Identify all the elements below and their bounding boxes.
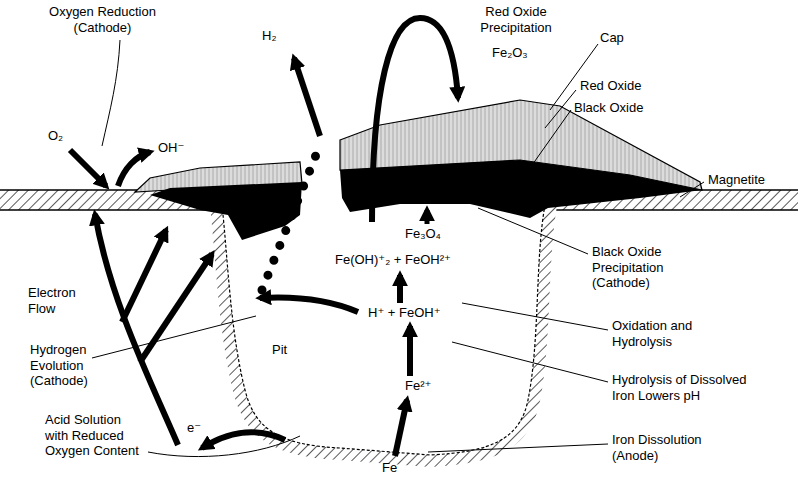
- label: H₂: [262, 28, 276, 44]
- label: Red Oxide: [580, 78, 641, 94]
- label: Hydrolysis of Dissolved Iron Lowers pH: [612, 372, 772, 403]
- label: Red Oxide Precipitation: [466, 4, 566, 35]
- label: Oxygen Reduction (Cathode): [40, 4, 165, 35]
- label: Black Oxide: [574, 100, 643, 116]
- label: OH⁻: [158, 140, 184, 156]
- label: O₂: [48, 128, 63, 144]
- process-arrows: [70, 18, 458, 456]
- black-oxide: [150, 182, 302, 240]
- pit-cavity: [222, 192, 545, 455]
- label: H⁺ + FeOH⁺: [368, 305, 441, 321]
- label: Iron Dissolution (Anode): [612, 432, 732, 463]
- label: Black Oxide Precipitation (Cathode): [592, 244, 702, 291]
- label: Fe: [382, 460, 397, 476]
- label: Fe₃O₄: [405, 226, 441, 242]
- hydrogen-bubbles: [262, 150, 318, 290]
- label: Hydrogen Evolution (Cathode): [30, 342, 110, 389]
- label: Fe(OH)⁺₂ + FeOH²⁺: [335, 252, 451, 268]
- label: Fe₂O₃: [492, 45, 528, 61]
- label: Fe²⁺: [405, 378, 431, 394]
- label: e⁻: [187, 420, 201, 436]
- label: Acid Solution with Reduced Oxygen Conten…: [45, 412, 145, 459]
- label: Electron Flow: [28, 285, 90, 316]
- black-oxide: [340, 160, 702, 218]
- label: Cap: [600, 30, 624, 46]
- label: Pit: [272, 342, 287, 358]
- label: Magnetite: [708, 172, 765, 188]
- label: Oxidation and Hydrolysis: [612, 318, 722, 349]
- pit-outline: [222, 205, 545, 455]
